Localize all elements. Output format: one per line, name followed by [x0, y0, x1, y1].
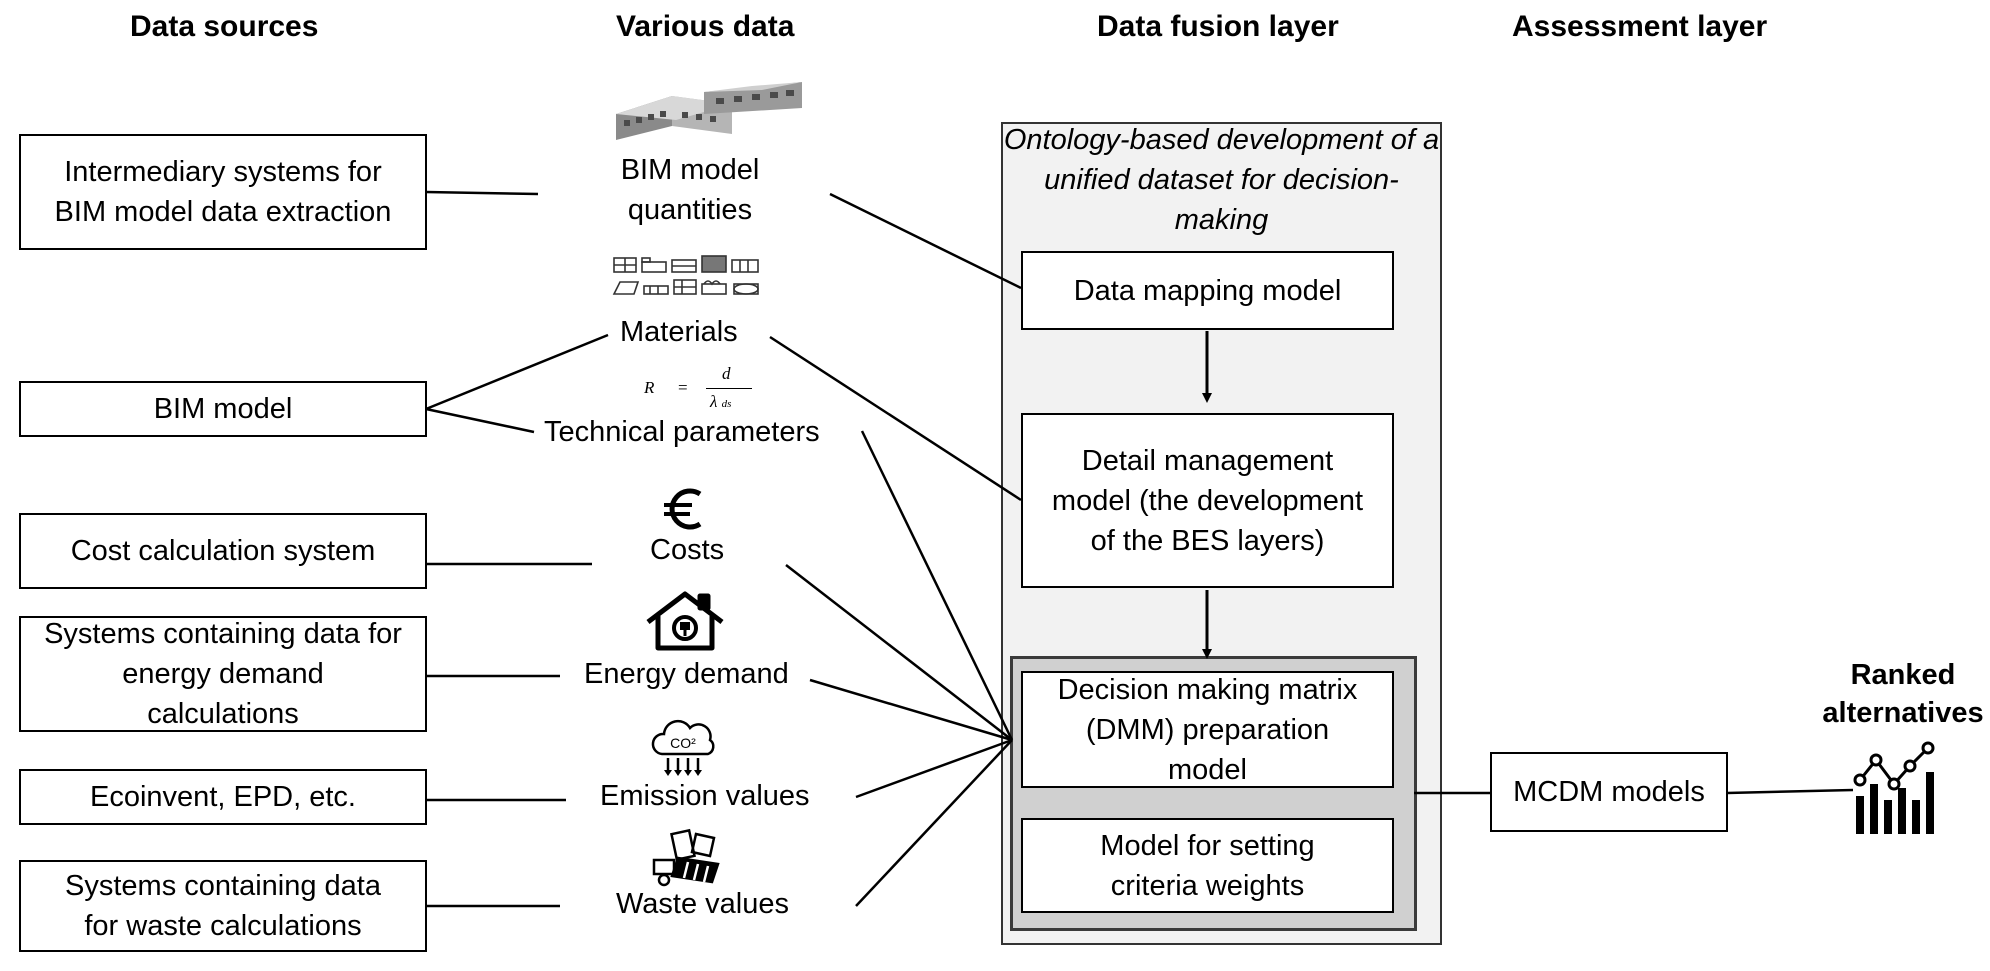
label-energy-demand: Energy demand	[584, 658, 789, 690]
mcdm-models-label: MCDM models	[1513, 776, 1705, 808]
header-assessment: Assessment layer	[1512, 10, 1768, 43]
co2-label: CO²	[670, 735, 696, 751]
data-mapping-box: Data mapping model	[1021, 251, 1394, 330]
mcdm-models-box: MCDM models	[1490, 752, 1728, 832]
detail-management-label: Detail management model (the development…	[1051, 444, 1364, 557]
source-bim-model-box: BIM model	[19, 381, 427, 437]
label-waste-values: Waste values	[616, 888, 789, 920]
chart-icon	[1853, 741, 1935, 834]
materials-icon	[612, 255, 759, 295]
waste-icon	[652, 828, 720, 887]
label-bim-quantities: BIM model quantities	[620, 154, 760, 226]
label-emission-values: Emission values	[600, 780, 810, 812]
label-costs: Costs	[650, 534, 725, 566]
criteria-weights-label: Model for setting criteria weights	[1100, 829, 1315, 902]
header-various-data: Various data	[616, 10, 795, 43]
formula-fraction-bar	[706, 388, 752, 389]
co2-cloud-icon: CO²	[651, 719, 715, 776]
source-ecoinvent-box: Ecoinvent, EPD, etc.	[19, 769, 427, 825]
source-cost-system-box: Cost calculation system	[19, 513, 427, 589]
header-data-sources: Data sources	[130, 10, 319, 43]
header-data-fusion: Data fusion layer	[1097, 10, 1339, 43]
building-icon	[616, 82, 802, 140]
dmm-preparation-box: Decision making matrix (DMM) preparation…	[1021, 671, 1394, 788]
source-waste-systems-label: Systems containing data for waste calcul…	[65, 870, 381, 942]
source-waste-systems-box: Systems containing data for waste calcul…	[19, 860, 427, 952]
formula-equals: =	[678, 378, 688, 397]
source-energy-systems-label: Systems containing data for energy deman…	[44, 618, 402, 730]
source-bim-model-label: BIM model	[153, 393, 293, 425]
house-plug-icon	[646, 591, 724, 651]
source-ecoinvent-label: Ecoinvent, EPD, etc.	[90, 781, 356, 813]
dmm-preparation-label: Decision making matrix (DMM) preparation…	[1057, 673, 1358, 786]
ontology-caption: Ontology-based development of a unified …	[1003, 124, 1440, 236]
source-bim-extraction-label: Intermediary systems for BIM model data …	[54, 156, 392, 228]
label-technical-parameters: Technical parameters	[544, 416, 820, 448]
formula-numerator: d	[722, 364, 731, 383]
detail-management-box: Detail management model (the development…	[1021, 413, 1394, 588]
label-materials: Materials	[620, 316, 738, 348]
source-energy-systems-box: Systems containing data for energy deman…	[19, 616, 427, 732]
source-bim-extraction-box: Intermediary systems for BIM model data …	[19, 134, 427, 250]
formula-r: R	[644, 378, 655, 397]
source-cost-system-label: Cost calculation system	[70, 535, 376, 567]
euro-icon	[664, 488, 702, 530]
criteria-weights-box: Model for setting criteria weights	[1021, 818, 1394, 913]
formula-denominator: λ ds	[710, 392, 732, 411]
ranked-alternatives-label: Ranked alternatives	[1822, 659, 1984, 729]
formula: R = d λ ds	[640, 362, 760, 418]
data-mapping-label: Data mapping model	[1073, 274, 1342, 307]
